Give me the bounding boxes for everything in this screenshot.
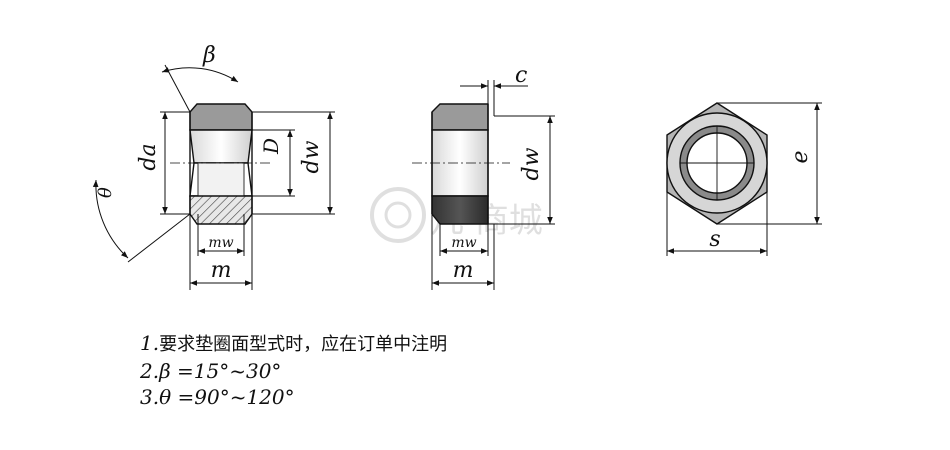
note-3-text: θ =90°~120° bbox=[159, 385, 295, 409]
e-label: e bbox=[788, 150, 813, 163]
note-2-number: 2. bbox=[140, 359, 160, 383]
m-label-2: m bbox=[453, 258, 474, 283]
note-3: 3.θ =90°~120° bbox=[140, 384, 447, 410]
view-3-dimensions bbox=[666, 102, 822, 256]
theta-label: θ bbox=[95, 187, 116, 198]
notes-block: 1.要求垫圈面型式时，应在订单中注明 2.β =15°~30° 3.θ =90°… bbox=[140, 330, 447, 410]
view-3-top bbox=[666, 102, 768, 225]
da-label: da bbox=[136, 143, 161, 170]
view-2-side bbox=[412, 103, 510, 225]
note-1-text: 要求垫圈面型式时，应在订单中注明 bbox=[159, 334, 448, 355]
view-1-dimensions bbox=[92, 64, 335, 290]
view-2-dimensions bbox=[431, 80, 555, 290]
D-label: D bbox=[259, 138, 283, 155]
s-label: s bbox=[709, 227, 720, 252]
note-3-number: 3. bbox=[140, 385, 160, 409]
note-2-text: β =15°~30° bbox=[159, 359, 282, 383]
note-2: 2.β =15°~30° bbox=[140, 358, 447, 384]
dw-label-1: dw bbox=[299, 140, 324, 173]
note-1-number: 1. bbox=[140, 331, 160, 355]
mw-label-1: mw bbox=[208, 235, 233, 251]
mw-label-2: mw bbox=[451, 235, 476, 251]
beta-label: β bbox=[202, 43, 216, 68]
m-label-1: m bbox=[211, 258, 232, 283]
note-1: 1.要求垫圈面型式时，应在订单中注明 bbox=[140, 330, 447, 358]
c-label: c bbox=[515, 63, 527, 88]
dw-label-2: dw bbox=[519, 147, 544, 180]
view-1-section bbox=[170, 103, 272, 225]
